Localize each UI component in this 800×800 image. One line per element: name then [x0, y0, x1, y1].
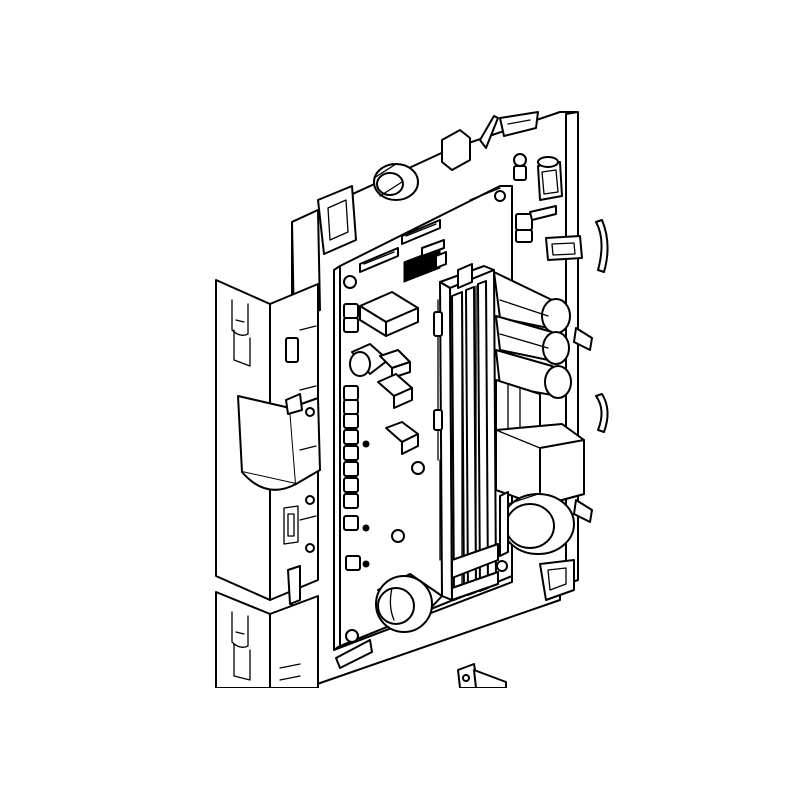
- relay-block: [343, 291, 443, 571]
- back-frame: [335, 639, 507, 689]
- ferrite-toroid: [373, 163, 419, 201]
- left-bracket-upper: [215, 279, 321, 605]
- left-bracket-lower: [215, 591, 319, 689]
- connector-header: [359, 219, 447, 283]
- heatsink-rail: [439, 263, 499, 601]
- round-motor: [375, 573, 443, 633]
- capacitor: [493, 271, 572, 399]
- transformer: [495, 379, 585, 507]
- round-motor: [499, 491, 575, 557]
- cable-clip: [237, 395, 321, 491]
